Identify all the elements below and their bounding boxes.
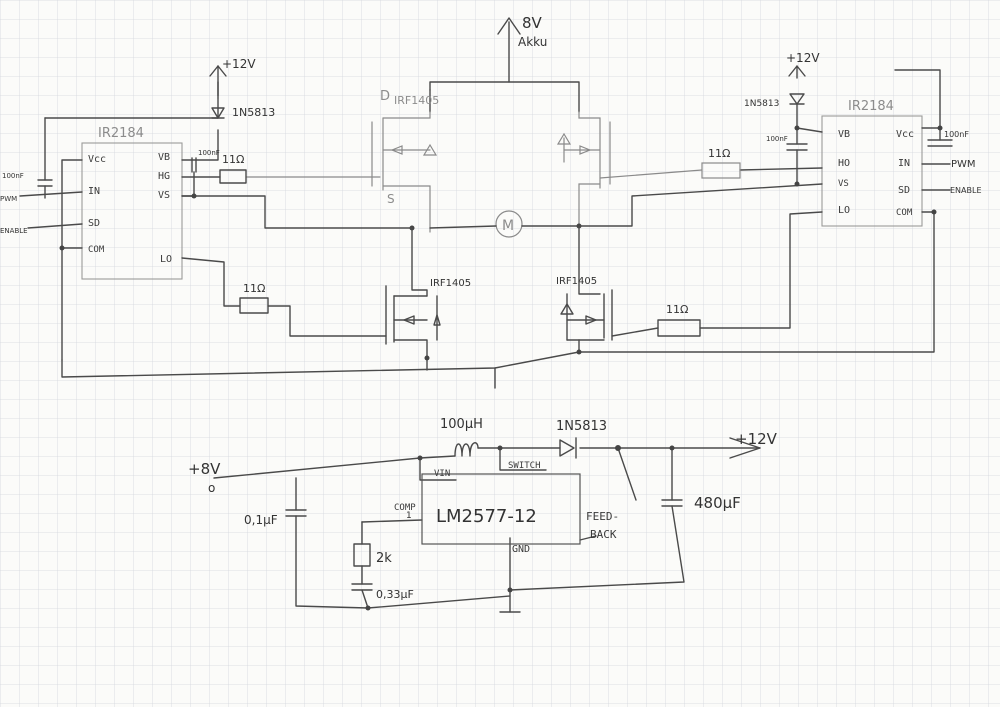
battery-supply-arrow (429, 17, 580, 113)
left-pin-com: COM (88, 245, 105, 255)
source-mark: S (387, 192, 395, 206)
lm2577-chip (421, 473, 581, 545)
gate-resistor-high-left (219, 169, 247, 184)
gate-resistor-low-left (239, 297, 269, 314)
right-enable-signal: ENABLE (950, 186, 982, 195)
boost-diode-label: 1N5813 (556, 419, 607, 434)
right-pin-in: IN (898, 158, 910, 169)
left-pin-vs: VS (158, 190, 170, 201)
boost-input-terminal: o (208, 481, 215, 495)
mosfet-low-left (385, 227, 441, 359)
mosfet-low-right-label: IRF1405 (556, 276, 597, 287)
right-pin-vb: VB (838, 129, 850, 140)
mosfet-high-left (371, 111, 438, 233)
lm2577-name: LM2577-12 (436, 506, 537, 527)
mosfet-low-left-label: IRF1405 (430, 278, 471, 289)
boost-comp-resistor (353, 543, 371, 567)
right-diode-label: 1N5813 (744, 99, 779, 109)
lm2577-comp-pin-no: 1 (406, 511, 412, 521)
lm2577-pin-gnd: GND (512, 544, 530, 555)
left-pin-in: IN (88, 186, 100, 197)
wire-motor-left (429, 225, 497, 229)
left-driver-wiring (19, 81, 413, 361)
gate-resistor-high-left-label: 11Ω (222, 153, 244, 166)
right-pin-vcc: Vcc (896, 129, 914, 140)
left-diode-label: 1N5813 (232, 106, 275, 119)
left-pin-vb: VB (158, 152, 170, 163)
mosfet-high-left-label: IRF1405 (394, 94, 439, 107)
motor (495, 210, 523, 238)
right-pin-vs: VS (838, 179, 849, 189)
ground-rail (61, 211, 935, 389)
boost-input-label: +8V (188, 460, 221, 478)
gate-resistor-low-right (657, 319, 701, 337)
battery-name-label: Akku (518, 35, 547, 49)
left-pin-lo: LO (160, 254, 172, 265)
right-cap-label: 100nF (944, 130, 969, 139)
left-supply-label: +12V (222, 57, 256, 71)
left-cap-label: 100nF (2, 172, 24, 180)
gate-resistor-low-right-label: 11Ω (666, 303, 688, 316)
right-pin-com: COM (896, 208, 913, 218)
boost-comp-resistor-label: 2k (376, 551, 392, 566)
left-supply-arrow (209, 65, 227, 119)
right-driver-wiring (578, 65, 953, 337)
lm2577-pin-switch: SWITCH (508, 461, 541, 471)
lm2577-pin-feedback-1: FEED- (586, 510, 619, 523)
battery-voltage-label: 8V (522, 14, 543, 32)
gate-resistor-high-right (701, 162, 741, 179)
boost-output-cap-label: 480μF (694, 494, 741, 512)
left-pin-sd: SD (88, 218, 100, 229)
lm2577-pin-comp: COMP (394, 503, 416, 513)
right-pin-ho: HO (838, 158, 850, 169)
left-driver-name: IR2184 (98, 126, 144, 141)
lm2577-pin-vin: VIN (434, 469, 450, 479)
right-pin-lo: LO (838, 205, 850, 216)
left-pin-vcc: Vcc (88, 154, 106, 165)
boost-output-label: +12V (735, 430, 778, 448)
mosfet-high-right (556, 111, 611, 227)
right-boot-cap-label: 100nF (766, 135, 788, 143)
gate-resistor-high-right-label: 11Ω (708, 147, 730, 160)
right-supply-label: +12V (786, 51, 820, 65)
boost-inductor (454, 442, 479, 457)
left-enable-signal: ENABLE (0, 227, 28, 235)
gate-resistor-low-left-label: 11Ω (243, 282, 265, 295)
right-in-signal: PWM (951, 159, 976, 170)
boost-input-cap-label: 0,1μF (244, 513, 278, 527)
boost-diode (559, 437, 577, 459)
mosfet-low-right (560, 225, 613, 353)
boost-comp-cap-label: 0,33μF (376, 588, 414, 601)
right-driver-name: IR2184 (848, 99, 894, 114)
boost-inductor-label: 100μH (440, 417, 483, 432)
right-driver-chip (821, 115, 923, 227)
left-boot-cap-label: 100nF (198, 149, 220, 157)
left-driver-chip (81, 142, 183, 280)
left-in-signal: PWM (0, 195, 17, 203)
lm2577-pin-feedback-2: BACK (590, 528, 617, 541)
left-pin-ho: HG (158, 171, 170, 182)
motor-label: M (502, 218, 514, 234)
right-pin-sd: SD (898, 185, 910, 196)
drain-mark: D (380, 89, 390, 104)
